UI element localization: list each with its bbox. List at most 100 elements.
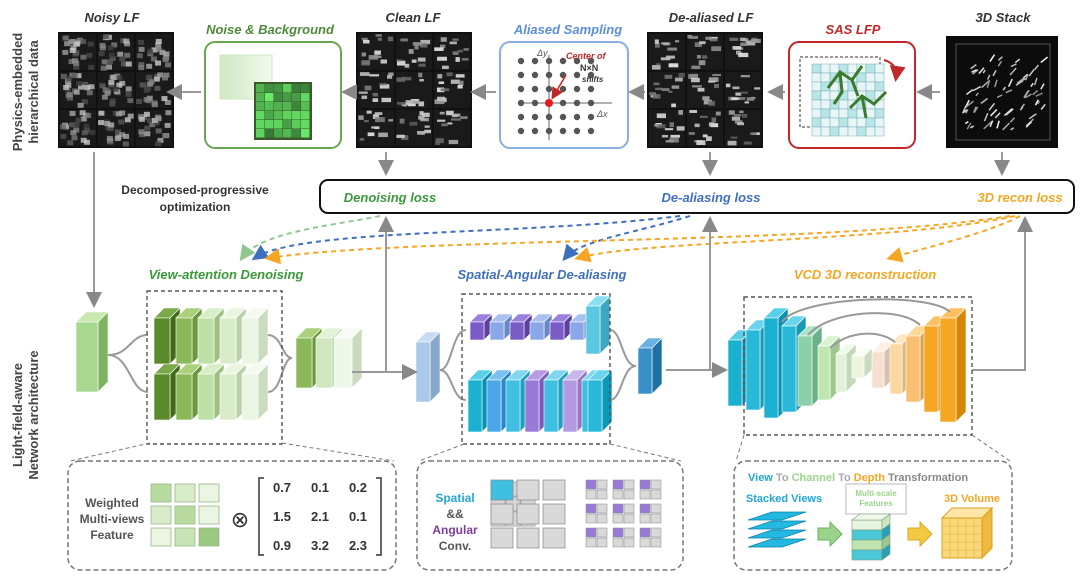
sas-cell [856,126,867,137]
lf-texture [670,134,680,138]
dealias-angular-layer-face [489,321,505,341]
matrix-cell: 0.7 [273,480,291,495]
vcd-layer [939,307,967,423]
and-label: && [446,507,464,521]
stack-streak [1019,106,1024,111]
lf-texture [739,96,746,101]
vcd-layer-face [817,345,831,401]
lf-texture [139,131,146,137]
multiscale-label-1: Multi-scale [855,489,897,498]
lf-texture [123,133,130,139]
lf-texture [144,125,151,131]
lf-texture [119,132,126,138]
lf-texture [106,135,113,141]
header-clean-lf: Clean LF [386,10,442,25]
lf-texture [114,129,121,135]
stack-streak [1028,113,1037,120]
lf-texture [66,76,73,82]
noise-cell [301,129,310,138]
lf-texture [400,38,408,42]
noise-cell [274,111,283,120]
multiscale-label-2: Features [859,499,893,508]
lf-texture [138,39,145,45]
stack-streak [978,67,985,75]
lf-texture [694,123,700,128]
lf-texture [69,38,76,44]
denoise-layer-face [241,373,259,421]
noise-cell [256,93,265,102]
lf-texture [446,110,454,116]
lf-texture [127,113,134,119]
angular-cell [639,513,651,524]
lf-texture [409,121,418,126]
matrix-cell: 0.1 [311,480,329,495]
stacked-view [747,538,807,548]
matrix-cell: 0.2 [349,480,367,495]
angular-cell [650,527,662,538]
lf-texture [705,36,712,40]
noise-cell [274,129,283,138]
noise-cell [283,120,292,129]
lf-texture [734,114,742,117]
sample-dot [559,127,567,135]
lf-texture [84,85,91,91]
noise-cell [292,120,301,129]
lf-texture [368,55,379,60]
sas-cell [811,90,822,101]
multiview-cube [174,527,196,547]
lf-texture [450,118,461,121]
stack-streak [965,109,969,114]
vcd-layer-face [835,353,847,393]
bottom-box-2: Spatial && Angular Conv. [416,443,684,571]
denoise-layer-face [219,373,237,421]
lf-texture [104,90,111,96]
angular-cell [612,537,624,548]
lf-texture [359,72,370,76]
lf-texture [661,42,670,45]
lf-texture [440,88,450,92]
input-block-face [75,321,99,393]
spatial-cell [516,479,540,501]
angular-cell [585,489,597,500]
lf-texture [374,112,383,115]
lf-texture [108,79,115,85]
lf-texture [361,37,368,41]
angular-cell [650,479,662,490]
lf-texture [155,128,162,134]
lf-texture [73,89,80,95]
lf-texture [668,63,679,68]
dealias-spatial-layer-face [486,379,502,433]
sas-cell [829,63,840,74]
denoise-layer-side [257,363,269,421]
lf-texture [154,85,161,91]
lf-texture [146,118,153,124]
lf-texture [434,47,444,51]
lf-texture [696,55,701,59]
lf-texture [665,55,675,59]
sas-cell [856,81,867,92]
sas-cell [820,90,831,101]
sas-cell [838,117,849,128]
lf-texture [418,115,425,120]
lf-texture [375,117,385,123]
stack-streak [1015,80,1024,86]
sas-cell [865,126,876,137]
lf-texture [81,99,88,105]
lf-texture [450,79,461,84]
center-label-3: shifts [582,75,604,84]
lf-texture [146,95,153,101]
sas-cell [874,108,885,119]
noise-cell [292,111,301,120]
sample-dot [559,99,567,107]
center-label-1: Center of [566,51,607,61]
lf-texture [155,38,162,44]
lf-texture [669,137,679,143]
lf-texture [76,80,83,86]
lf-texture [405,100,415,105]
spatial-cell [490,527,514,549]
lf-texture [162,133,169,139]
lf-texture [73,127,80,133]
denoise-layer-face [197,373,215,421]
side-label-bottom-2: Network architecture [26,350,41,479]
